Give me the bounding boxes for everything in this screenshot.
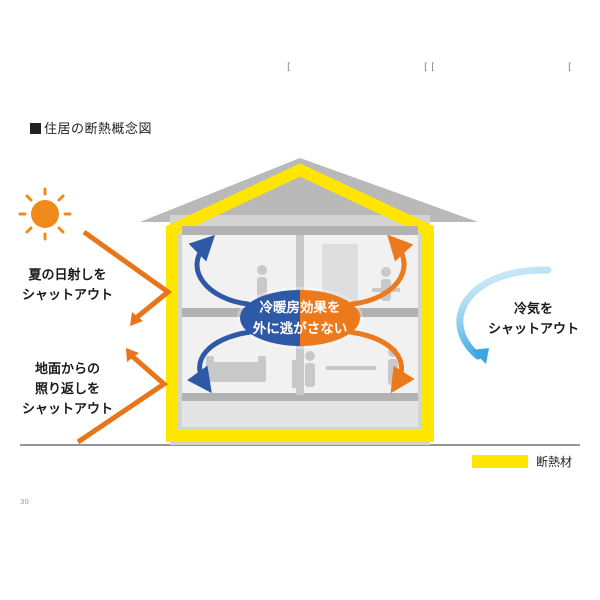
table-icon xyxy=(326,366,376,370)
cold-air-arrow xyxy=(456,266,552,360)
legend-swatch xyxy=(472,455,528,468)
sunlight-label-line: シャットアウト xyxy=(22,288,114,303)
diagram-title-text: 住居の断熱概念図 xyxy=(44,122,153,137)
diagram-title: 住居の断熱概念図 xyxy=(30,118,152,137)
crop-mark: [ xyxy=(568,62,572,73)
ground-floor-slab xyxy=(182,393,418,401)
center-label-line: 冷暖房効果を xyxy=(259,300,341,316)
person-icon xyxy=(257,265,267,301)
legend-label: 断熱材 xyxy=(536,455,573,469)
crop-mark: [ [ xyxy=(424,62,435,73)
sunlight-blocked-arrow xyxy=(82,229,173,320)
insulation-layer xyxy=(166,163,434,442)
ground-label-line: シャットアウト xyxy=(22,402,114,417)
cold-label-line: シャットアウト xyxy=(488,322,580,337)
ground-label-line: 地面からの xyxy=(35,362,101,377)
blue-circulation-arrow xyxy=(187,329,253,394)
blue-circulation-arrow xyxy=(188,234,251,307)
person-icon xyxy=(305,351,315,387)
ceiling-slab xyxy=(182,226,418,235)
page-number: 30 xyxy=(20,498,29,506)
center-effect-label: 冷暖房効果を 外に逃がさない xyxy=(252,298,348,340)
ground-reflection-label: 地面からの 照り返しを シャットアウト xyxy=(22,360,113,420)
sun-icon xyxy=(18,187,72,241)
orange-circulation-arrow xyxy=(349,234,414,307)
center-label-line: 外に逃がさない xyxy=(252,321,348,337)
sofa-icon xyxy=(206,356,266,382)
blue-air-half xyxy=(240,290,300,346)
title-square-icon xyxy=(30,123,41,134)
orange-air-half xyxy=(300,290,360,346)
cold-label-line: 冷気を xyxy=(514,302,554,317)
crop-mark: [ xyxy=(287,62,291,73)
ground-reflection-arrow xyxy=(76,354,169,445)
sunlight-label-line: 夏の日射しを xyxy=(28,268,107,283)
orange-circulation-arrow xyxy=(347,329,415,394)
ground-label-line: 照り返しを xyxy=(35,382,101,397)
sunlight-label: 夏の日射しを シャットアウト xyxy=(22,266,113,306)
chair-icon xyxy=(292,360,298,388)
cold-air-label: 冷気を シャットアウト xyxy=(488,300,579,340)
